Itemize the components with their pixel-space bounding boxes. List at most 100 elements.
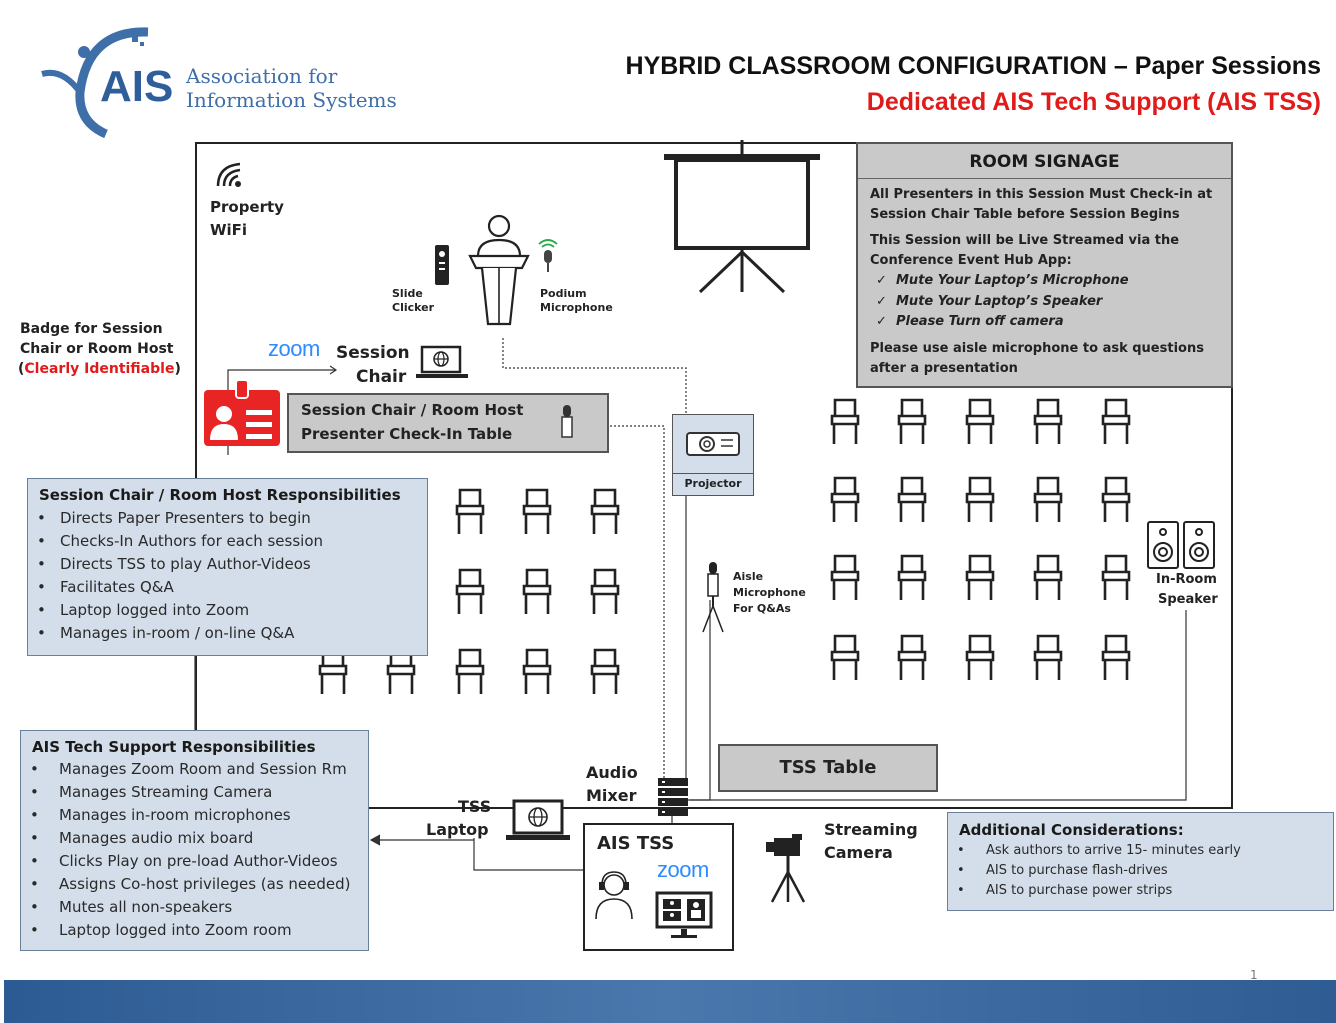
audio-mixer-label-2: Mixer: [586, 786, 637, 805]
aisle-microphone-icon: [702, 562, 724, 633]
signage-title: ROOM SIGNAGE: [858, 144, 1231, 179]
chair-icon: [522, 488, 552, 534]
list-item: Directs TSS to play Author-Videos: [28, 553, 427, 576]
list-item: Ask authors to arrive 15- minutes early: [948, 841, 1333, 861]
video-conference-icon: [655, 891, 713, 938]
signage-paragraph-3: Please use aisle microphone to ask quest…: [870, 340, 1204, 376]
signage-paragraph-1: All Presenters in this Session Must Chec…: [870, 187, 1213, 222]
chair-icon: [1033, 634, 1063, 680]
chair-icon: [830, 476, 860, 522]
room-signage-panel: ROOM SIGNAGE All Presenters in this Sess…: [856, 142, 1233, 388]
tss-laptop-icon: [506, 799, 570, 840]
list-item: Laptop logged into Zoom room: [21, 919, 368, 942]
chair-icon: [1033, 554, 1063, 600]
list-item: Directs Paper Presenters to begin: [28, 507, 427, 530]
session-chair-label-1: Session: [336, 343, 410, 363]
chair-icon: [1101, 398, 1131, 444]
chair-resp-title: Session Chair / Room Host Responsibiliti…: [39, 486, 401, 504]
projector-label: Projector: [673, 473, 753, 491]
logo-line-1: Association for: [186, 64, 338, 88]
footer-bar: [4, 980, 1336, 1023]
signage-check-item: Please Turn off camera: [870, 312, 1221, 333]
page-title: HYBRID CLASSROOM CONFIGURATION – Paper S…: [625, 52, 1321, 80]
list-item: Laptop logged into Zoom: [28, 599, 427, 622]
streaming-camera-label-2: Camera: [824, 843, 893, 862]
checkin-label-1: Session Chair / Room Host: [301, 401, 524, 419]
chair-icon: [1033, 476, 1063, 522]
chair-icon: [455, 488, 485, 534]
headset-person-icon: [595, 871, 633, 920]
slide-clicker-label-1: Slide: [392, 287, 423, 300]
additional-considerations-box: Additional Considerations: Ask authors t…: [947, 812, 1334, 911]
podium-microphone-icon: [538, 239, 558, 272]
zoom-logo-chair: zoom: [268, 336, 320, 361]
chair-icon: [455, 648, 485, 694]
wifi-label-1: Property: [210, 198, 284, 216]
aisle-mic-label-1: Aisle: [733, 570, 764, 583]
chair-icon: [965, 634, 995, 680]
chair-icon: [897, 476, 927, 522]
chair-icon: [830, 634, 860, 680]
chair-responsibilities-box: Session Chair / Room Host Responsibiliti…: [27, 478, 428, 656]
chair-icon: [1033, 398, 1063, 444]
checkin-table: Session Chair / Room Host Presenter Chec…: [287, 393, 609, 453]
zoom-logo-tss: zoom: [657, 857, 709, 882]
chair-resp-list: Directs Paper Presenters to begin Checks…: [28, 507, 427, 645]
podium-mic-label-1: Podium: [540, 287, 587, 300]
chair-laptop-icon: [416, 345, 468, 378]
tss-resp-title: AIS Tech Support Responsibilities: [32, 738, 316, 756]
wifi-label-2: WiFi: [210, 221, 248, 239]
badge-label-2: Chair or Room Host: [20, 341, 174, 357]
aisle-mic-label-3: For Q&As: [733, 602, 791, 615]
signage-check-item: Mute Your Laptop’s Microphone: [870, 271, 1221, 292]
streaming-camera-label-1: Streaming: [824, 820, 918, 839]
chair-icon: [965, 554, 995, 600]
tss-resp-list: Manages Zoom Room and Session Rm Manages…: [21, 758, 368, 942]
projection-screen-icon: [664, 140, 820, 294]
speaker-label-2: Speaker: [1158, 592, 1218, 607]
signage-check-item: Mute Your Laptop’s Speaker: [870, 292, 1221, 313]
chair-icon: [1101, 554, 1131, 600]
wifi-icon: [216, 162, 241, 187]
chair-icon: [522, 568, 552, 614]
chair-icon: [1101, 476, 1131, 522]
chair-icon: [590, 648, 620, 694]
chair-icon: [386, 648, 416, 694]
list-item: AIS to purchase flash-drives: [948, 861, 1333, 881]
list-item: Manages in-room microphones: [21, 804, 368, 827]
checkin-label-2: Presenter Check-In Table: [301, 425, 513, 443]
chair-icon: [897, 554, 927, 600]
chair-icon: [590, 488, 620, 534]
additional-list: Ask authors to arrive 15- minutes early …: [948, 841, 1333, 901]
logo-line-2: Information Systems: [186, 88, 397, 112]
session-chair-label-2: Chair: [356, 367, 407, 387]
chair-icon: [455, 568, 485, 614]
podium-mic-label-2: Microphone: [540, 301, 613, 314]
list-item: AIS to purchase power strips: [948, 881, 1333, 901]
logo-mark: AIS: [100, 62, 174, 111]
page-subtitle: Dedicated AIS Tech Support (AIS TSS): [866, 88, 1321, 116]
chair-icon: [965, 398, 995, 444]
chair-icon: [590, 568, 620, 614]
chair-icon: [897, 398, 927, 444]
speaker-icon: [1147, 521, 1215, 569]
tss-responsibilities-box: AIS Tech Support Responsibilities Manage…: [20, 730, 369, 951]
projector: Projector: [672, 414, 754, 496]
chair-icon: [897, 634, 927, 680]
chair-icon: [318, 648, 348, 694]
chair-icon: [830, 554, 860, 600]
badge-label-1: Badge for Session: [20, 321, 163, 337]
list-item: Manages in-room / on-line Q&A: [28, 622, 427, 645]
list-item: Facilitates Q&A: [28, 576, 427, 599]
page-number: 1: [1250, 968, 1258, 982]
audio-mixer-label-1: Audio: [586, 763, 638, 782]
table-microphone-icon: [561, 405, 573, 438]
ais-tss-station: AIS TSS zoom: [583, 823, 734, 951]
signage-paragraph-2: This Session will be Live Streamed via t…: [870, 233, 1180, 268]
chair-icon: [830, 398, 860, 444]
tss-table: TSS Table: [718, 744, 938, 792]
badge-note: (Clearly Identifiable): [18, 361, 181, 377]
tss-laptop-label-1: TSS: [458, 797, 492, 816]
aisle-mic-label-2: Microphone: [733, 586, 806, 599]
additional-title: Additional Considerations:: [959, 821, 1184, 839]
